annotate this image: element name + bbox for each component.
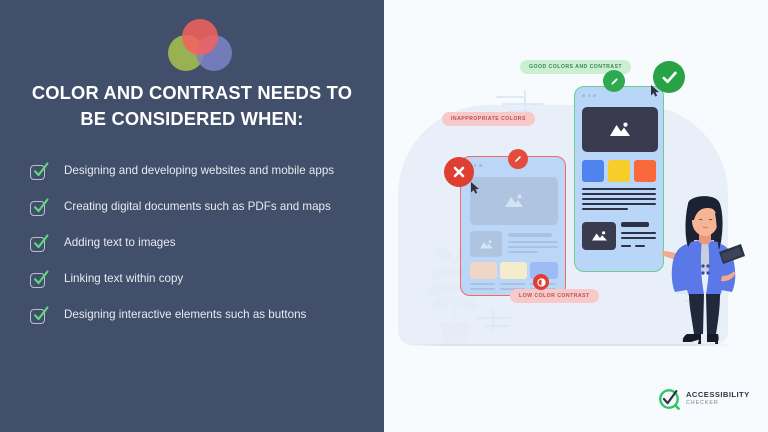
good-card-text-line (621, 232, 656, 235)
bad-card-swatch (470, 262, 497, 279)
woman-presenting-illustration (661, 196, 745, 344)
page-title-line-2: BE CONSIDERED WHEN: (80, 108, 304, 129)
label-good-colors: GOOD COLORS AND CONTRAST (520, 60, 632, 74)
checkbox-check-icon (30, 270, 49, 291)
bad-card-text-line (470, 288, 495, 291)
deco-line (492, 309, 494, 331)
deco-line (508, 110, 530, 112)
list-item: Adding text to images (30, 234, 370, 255)
pencil-badge-good[interactable] (603, 70, 625, 92)
close-x-icon (453, 166, 465, 178)
pencil-icon (610, 77, 618, 85)
bad-card-text-line (508, 246, 558, 249)
checkbox-check-icon (30, 198, 49, 219)
page-title-line-1: COLOR AND CONTRAST NEEDS TO (31, 82, 353, 103)
x-badge-bad[interactable] (444, 157, 474, 187)
cursor-pointer-icon (471, 182, 479, 194)
list-item-label: Designing interactive elements such as b… (64, 308, 307, 321)
bad-card-hero-image (470, 177, 558, 225)
bad-card-text-line (508, 241, 558, 244)
bad-card-text-line (470, 283, 495, 286)
low-contrast-badge[interactable] (533, 274, 549, 290)
bad-card-text-line (500, 283, 525, 286)
cursor-pointer-icon (651, 85, 659, 97)
deco-line (502, 103, 544, 105)
checkbox-check-icon (30, 306, 49, 327)
bad-example-card[interactable] (460, 156, 566, 296)
good-card-text-line (582, 193, 656, 196)
good-card-swatch (582, 160, 604, 182)
contrast-icon (536, 277, 546, 287)
label-low-contrast: LOW COLOR CONTRAST (510, 289, 599, 303)
list-item-label: Adding text to images (64, 236, 176, 249)
accessibility-checker-check-icon (659, 389, 680, 410)
good-card-text-line (621, 222, 649, 227)
deco-line (524, 90, 526, 114)
check-badge-good[interactable] (653, 61, 685, 93)
good-example-card[interactable] (574, 86, 664, 272)
deco-line (476, 317, 512, 319)
page-title: COLOR AND CONTRAST NEEDS TO BE CONSIDERE… (18, 80, 366, 132)
good-card-text-line (582, 188, 656, 191)
deco-line (496, 96, 524, 98)
good-card-text-line (582, 198, 656, 201)
bad-card-swatch (500, 262, 527, 279)
good-card-swatch (634, 160, 656, 182)
deco-line (484, 325, 510, 327)
list-item-label: Creating digital documents such as PDFs … (64, 200, 331, 213)
good-card-hero-image (582, 107, 658, 152)
brand-logo: ACCESSIBILITY CHECKER (658, 388, 750, 410)
good-card-text-line (582, 208, 628, 211)
checkbox-check-icon (30, 162, 49, 183)
good-card-text-line (621, 245, 631, 248)
pencil-icon (515, 156, 521, 162)
list-item: Linking text within copy (30, 270, 370, 291)
checkbox-check-icon (30, 234, 49, 255)
ground-line (404, 344, 734, 346)
good-card-text-line (582, 203, 656, 206)
color-wheel-venn-icon (168, 19, 232, 71)
window-dots-icon (582, 94, 596, 97)
good-card-text-line (635, 245, 645, 248)
illustration-panel: GOOD COLORS AND CONTRAST INAPPROPRIATE C… (384, 0, 768, 432)
good-card-text-line (621, 237, 656, 240)
good-card-thumb-image (582, 222, 616, 250)
list-item-label: Designing and developing websites and mo… (64, 164, 335, 177)
color-wheel-red-circle (182, 19, 218, 55)
bad-card-thumb-image (470, 231, 502, 257)
pencil-badge-bad[interactable] (508, 149, 528, 169)
list-item-label: Linking text within copy (64, 272, 184, 285)
good-card-swatch (608, 160, 630, 182)
brand-name: ACCESSIBILITY (686, 390, 750, 400)
bad-card-text-line (508, 251, 538, 254)
list-item: Creating digital documents such as PDFs … (30, 198, 370, 219)
brand-subtitle: CHECKER (686, 400, 719, 407)
list-item: Designing interactive elements such as b… (30, 306, 370, 327)
list-item: Designing and developing websites and mo… (30, 162, 370, 183)
label-inappropriate-colors: INAPPROPRIATE COLORS (442, 112, 535, 126)
bullet-list: Designing and developing websites and mo… (30, 162, 370, 327)
check-icon (661, 71, 677, 83)
bad-card-text-line (508, 233, 552, 238)
left-content-panel: COLOR AND CONTRAST NEEDS TO BE CONSIDERE… (0, 0, 384, 432)
